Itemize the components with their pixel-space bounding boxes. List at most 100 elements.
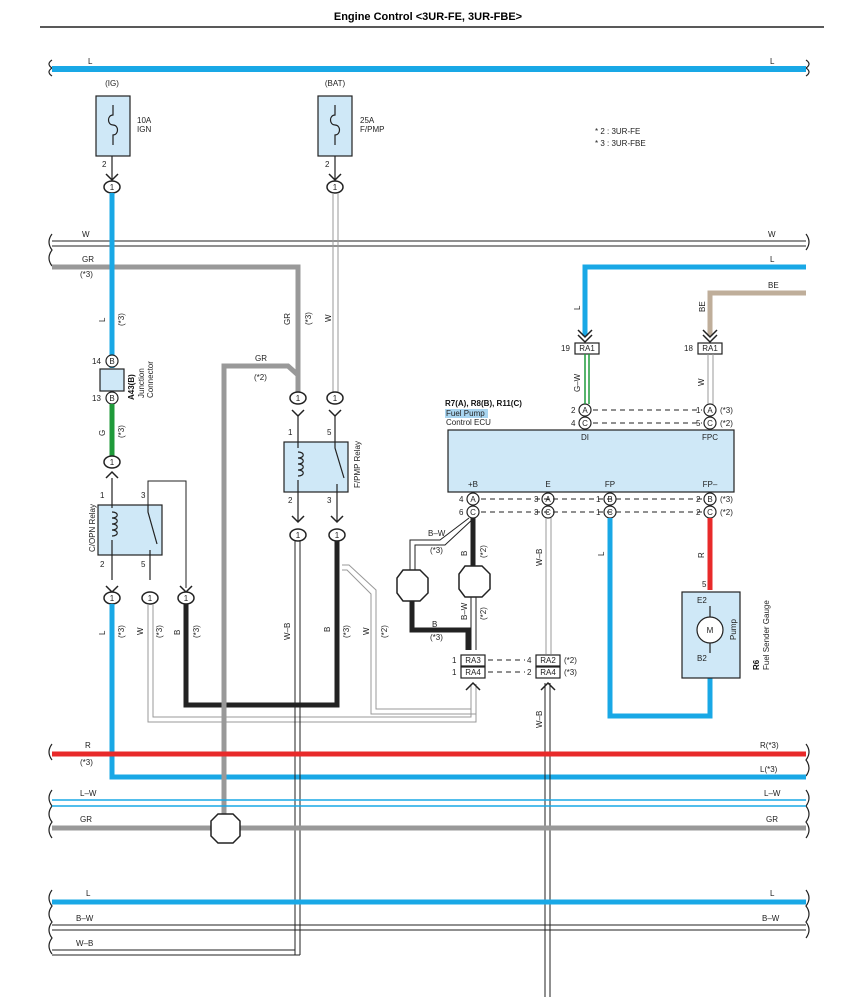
svg-text:(*2): (*2) — [479, 607, 488, 620]
svg-text:RA4: RA4 — [465, 668, 481, 677]
svg-text:A: A — [470, 495, 476, 504]
svg-text:IGN: IGN — [137, 125, 151, 134]
svg-text:RA1: RA1 — [702, 344, 718, 353]
svg-text:(*3): (*3) — [564, 668, 577, 677]
svg-text:E: E — [545, 480, 550, 489]
svg-text:1: 1 — [288, 428, 293, 437]
svg-text:2: 2 — [325, 160, 330, 169]
svg-text:W: W — [362, 627, 371, 635]
svg-text:C: C — [707, 508, 713, 517]
svg-text:(*3): (*3) — [80, 270, 93, 279]
svg-text:B: B — [707, 495, 712, 504]
svg-text:2: 2 — [288, 496, 293, 505]
svg-text:(*2): (*2) — [479, 545, 488, 558]
svg-text:(*3): (*3) — [720, 406, 733, 415]
svg-text:GR: GR — [82, 255, 94, 264]
svg-text:18: 18 — [684, 344, 693, 353]
svg-text:B2: B2 — [697, 654, 707, 663]
svg-text:10A: 10A — [137, 116, 152, 125]
svg-text:L: L — [770, 889, 775, 898]
svg-text:Junction: Junction — [137, 368, 146, 398]
svg-text:4: 4 — [527, 656, 532, 665]
svg-text:RA1: RA1 — [579, 344, 595, 353]
svg-text:(*3): (*3) — [117, 625, 126, 638]
page-title: Engine Control <3UR-FE, 3UR-FBE> — [334, 11, 522, 23]
svg-text:5: 5 — [141, 560, 146, 569]
svg-text:Pump: Pump — [729, 619, 738, 640]
svg-text:R6: R6 — [752, 659, 761, 670]
svg-text:L(*3): L(*3) — [760, 765, 778, 774]
svg-text:C: C — [582, 419, 588, 428]
svg-text:W–B: W–B — [535, 711, 544, 728]
svg-text:C: C — [707, 419, 713, 428]
svg-text:G–W: G–W — [573, 373, 582, 392]
svg-text:(*3): (*3) — [192, 625, 201, 638]
legend-note-2: * 2 : 3UR-FE — [595, 127, 640, 136]
svg-text:1: 1 — [110, 458, 115, 467]
svg-text:G: G — [98, 430, 107, 436]
svg-text:14: 14 — [92, 357, 101, 366]
svg-text:5: 5 — [696, 419, 701, 428]
connector-bat-1 — [326, 180, 344, 194]
fuse-ig-source: (IG) — [105, 79, 119, 88]
svg-text:1: 1 — [335, 531, 340, 540]
svg-text:B–W: B–W — [762, 914, 780, 923]
svg-text:L: L — [597, 551, 606, 556]
svg-text:(*3): (*3) — [117, 313, 126, 326]
svg-text:2: 2 — [100, 560, 105, 569]
svg-text:(*3): (*3) — [117, 425, 126, 438]
svg-text:L: L — [770, 57, 775, 66]
svg-text:A: A — [582, 406, 588, 415]
svg-text:6: 6 — [459, 508, 464, 517]
svg-text:4: 4 — [459, 495, 464, 504]
svg-text:2: 2 — [571, 406, 576, 415]
copn-relay-name: C/OPN Relay — [88, 504, 97, 552]
svg-text:B: B — [109, 394, 114, 403]
svg-text:W–B: W–B — [283, 623, 292, 640]
fuel-sender-gauge-name: Fuel Sender Gauge — [762, 600, 771, 670]
svg-text:FP: FP — [605, 480, 615, 489]
svg-text:(*3): (*3) — [430, 546, 443, 555]
svg-text:DI: DI — [581, 433, 589, 442]
svg-text:2: 2 — [102, 160, 107, 169]
svg-text:GR: GR — [80, 815, 92, 824]
svg-text:B: B — [323, 627, 332, 632]
svg-text:B: B — [432, 620, 437, 629]
fuel-pump-control-ecu — [447, 429, 735, 493]
svg-text:E2: E2 — [697, 596, 707, 605]
svg-text:1: 1 — [184, 594, 189, 603]
svg-text:W–B: W–B — [76, 939, 93, 948]
svg-text:L: L — [88, 57, 93, 66]
fpmp-relay-name: F/PMP Relay — [353, 441, 362, 488]
svg-text:1: 1 — [296, 531, 301, 540]
svg-text:(*3): (*3) — [80, 758, 93, 767]
svg-text:(*3): (*3) — [342, 625, 351, 638]
svg-text:W: W — [324, 314, 333, 322]
svg-text:L: L — [770, 255, 775, 264]
svg-text:13: 13 — [92, 394, 101, 403]
svg-text:R(*3): R(*3) — [760, 741, 779, 750]
svg-text:B–W: B–W — [460, 602, 469, 620]
pump-motor-icon — [696, 616, 724, 644]
svg-text:B–W: B–W — [428, 529, 446, 538]
svg-text:BE: BE — [698, 301, 707, 312]
svg-text:1: 1 — [452, 668, 457, 677]
svg-text:3: 3 — [327, 496, 332, 505]
svg-text:B: B — [460, 551, 469, 556]
svg-text:B: B — [173, 630, 182, 635]
svg-text:FP–: FP– — [703, 480, 718, 489]
svg-text:L–W: L–W — [80, 789, 97, 798]
ecu-name2: Control ECU — [446, 418, 491, 427]
svg-text:W: W — [697, 378, 706, 386]
svg-text:M: M — [707, 626, 714, 635]
svg-text:F/PMP: F/PMP — [360, 125, 384, 134]
legend-note-3: * 3 : 3UR-FBE — [595, 139, 646, 148]
ecu-ids: R7(A), R8(B), R11(C) — [445, 399, 522, 408]
svg-text:L: L — [86, 889, 91, 898]
svg-text:RA2: RA2 — [540, 656, 556, 665]
svg-text:B–W: B–W — [76, 914, 94, 923]
svg-text:BE: BE — [768, 281, 779, 290]
svg-text:W: W — [768, 230, 776, 239]
fuse-bat-source: (BAT) — [325, 79, 346, 88]
svg-text:L: L — [98, 630, 107, 635]
